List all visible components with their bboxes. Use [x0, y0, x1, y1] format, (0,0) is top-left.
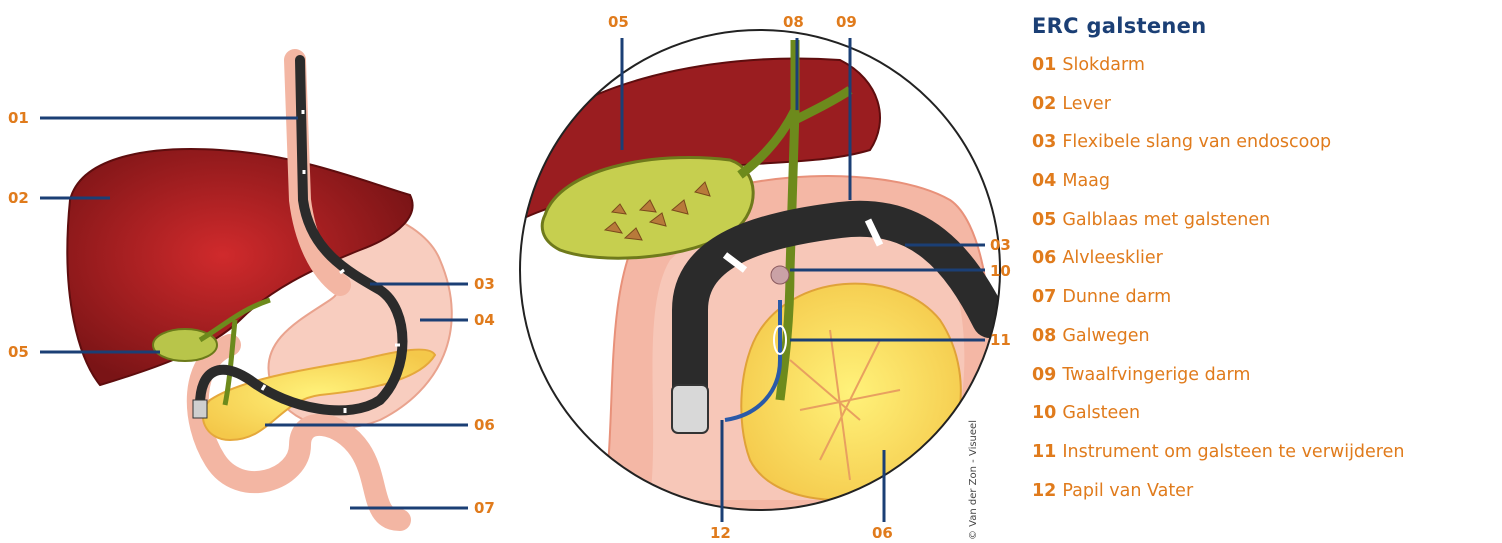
legend-number: 12 — [1032, 481, 1056, 501]
legend-number: 07 — [1032, 287, 1056, 307]
legend-number: 03 — [1032, 132, 1056, 152]
legend-number: 06 — [1032, 248, 1056, 268]
zoom-callout-09: 09 — [836, 13, 857, 31]
legend-label: Lever — [1062, 94, 1111, 114]
legend-item: 08 Galwegen — [1032, 317, 1497, 356]
legend-number: 02 — [1032, 94, 1056, 114]
callout-03: 03 — [474, 275, 495, 293]
legend: ERC galstenen 01 Slokdarm 02 Lever 03 Flexi… — [1032, 14, 1497, 510]
legend-label: Alvleesklier — [1062, 248, 1163, 268]
gallstone-zoom — [771, 266, 789, 284]
legend-item: 04 Maag — [1032, 162, 1497, 201]
callout-02: 02 — [8, 189, 29, 207]
legend-item: 03 Flexibele slang van endoscoop — [1032, 123, 1497, 162]
legend-number: 10 — [1032, 403, 1056, 423]
legend-number: 05 — [1032, 210, 1056, 230]
legend-item: 06 Alvleesklier — [1032, 239, 1497, 278]
legend-item: 05 Galblaas met galstenen — [1032, 201, 1497, 240]
zoom-callout-06: 06 — [872, 524, 893, 542]
legend-label: Twaalfvingerige darm — [1062, 365, 1250, 385]
zoom-callout-05: 05 — [608, 13, 629, 31]
endoscope-tip-zoom — [672, 385, 708, 433]
legend-label: Maag — [1062, 171, 1110, 191]
legend-item: 10 Galsteen — [1032, 394, 1497, 433]
legend-title: ERC galstenen — [1032, 14, 1497, 38]
pancreas-zoom — [741, 284, 961, 500]
callout-04: 04 — [474, 311, 495, 329]
callout-01: 01 — [8, 109, 29, 127]
legend-item: 11 Instrument om galsteen te verwijderen — [1032, 433, 1497, 472]
legend-label: Slokdarm — [1062, 55, 1145, 75]
legend-number: 09 — [1032, 365, 1056, 385]
callout-05: 05 — [8, 343, 29, 361]
callout-06: 06 — [474, 416, 495, 434]
zoom-callout-03: 03 — [990, 236, 1011, 254]
legend-label: Galwegen — [1062, 326, 1149, 346]
legend-number: 11 — [1032, 442, 1056, 462]
legend-label: Flexibele slang van endoscoop — [1062, 132, 1331, 152]
zoom-callout-08: 08 — [783, 13, 804, 31]
legend-item: 01 Slokdarm — [1032, 46, 1497, 85]
legend-number: 04 — [1032, 171, 1056, 191]
legend-label: Galblaas met galstenen — [1062, 210, 1270, 230]
legend-item: 12 Papil van Vater — [1032, 472, 1497, 511]
legend-label: Dunne darm — [1062, 287, 1171, 307]
zoom-callout-11: 11 — [990, 331, 1011, 349]
legend-label: Galsteen — [1062, 403, 1140, 423]
zoom-callout-10: 10 — [990, 262, 1011, 280]
zoom-callout-12: 12 — [710, 524, 731, 542]
legend-label: Papil van Vater — [1062, 481, 1193, 501]
left-anatomy-figure: 01 02 03 04 05 06 07 — [8, 60, 495, 520]
zoom-circle-figure: 05 08 09 03 10 11 12 06 — [515, 13, 1011, 542]
legend-label: Instrument om galsteen te verwijderen — [1062, 442, 1404, 462]
legend-item: 07 Dunne darm — [1032, 278, 1497, 317]
legend-item: 02 Lever — [1032, 85, 1497, 124]
copyright-credit: © Van der Zon - Visueel — [968, 420, 979, 540]
legend-number: 01 — [1032, 55, 1056, 75]
legend-item: 09 Twaalfvingerige darm — [1032, 356, 1497, 395]
legend-number: 08 — [1032, 326, 1056, 346]
callout-07: 07 — [474, 499, 495, 517]
endoscope-tip — [193, 400, 207, 418]
